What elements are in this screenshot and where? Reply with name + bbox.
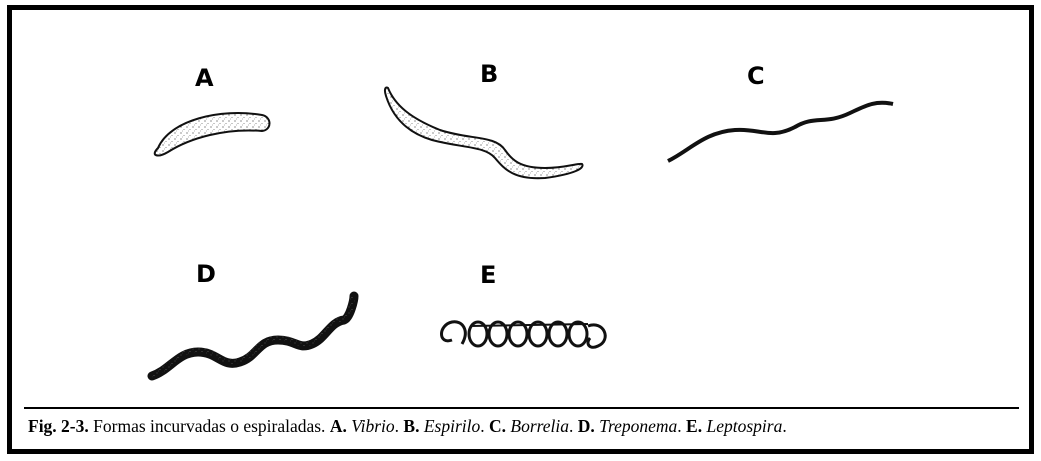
caption-name-e: Leptospira: [706, 416, 782, 436]
caption-key-a: A.: [330, 416, 347, 436]
leptospira-shape: [442, 322, 606, 348]
treponema-shape: [152, 296, 354, 376]
caption-name-c: Borrelia: [510, 416, 569, 436]
label-d: D: [196, 262, 216, 286]
label-a: A: [195, 66, 214, 90]
caption-divider: [24, 407, 1019, 409]
caption-key-d: D.: [578, 416, 595, 436]
caption-name-b: Espirilo: [424, 416, 480, 436]
caption-text: Formas incurvadas o espiraladas.: [93, 416, 325, 436]
caption-key-c: C.: [489, 416, 506, 436]
label-c: C: [747, 64, 765, 88]
caption-name-d: Treponema: [599, 416, 677, 436]
caption-key-e: E.: [686, 416, 702, 436]
vibrio-shape: [155, 113, 270, 155]
caption-name-a: Vibrio: [351, 416, 394, 436]
figure-caption: Fig. 2-3. Formas incurvadas o espiralada…: [28, 416, 1018, 437]
espirilo-shape: [385, 87, 583, 178]
borrelia-shape: [668, 99, 893, 161]
label-e: E: [480, 263, 496, 287]
label-b: B: [480, 62, 498, 86]
caption-key-b: B.: [403, 416, 419, 436]
caption-fig-label: Fig. 2-3.: [28, 416, 89, 436]
